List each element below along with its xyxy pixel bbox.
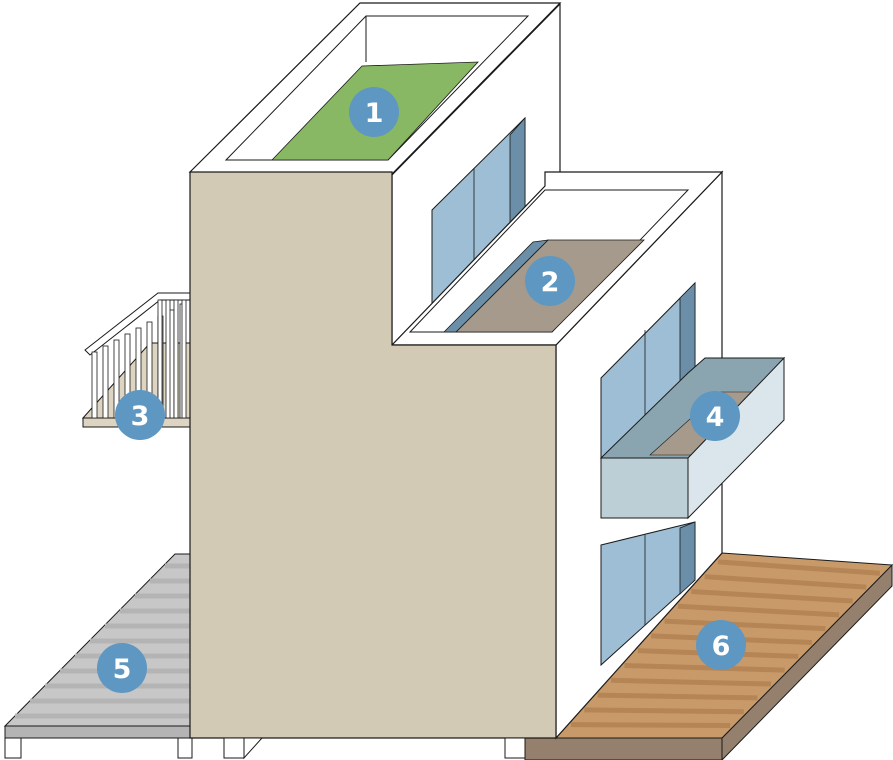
marker-6-label: 6 [712, 631, 731, 662]
marker-5: 5 [97, 643, 147, 693]
marker-2-circle [525, 256, 575, 306]
marker-2-label: 2 [541, 267, 560, 298]
marker-5-label: 5 [113, 654, 132, 685]
marker-1-circle [349, 87, 399, 137]
marker-4-label: 4 [706, 402, 725, 433]
marker-3: 3 [115, 390, 165, 440]
wooden-deck-stripe [717, 559, 881, 576]
building-structure [188, 2, 786, 760]
marker-1-label: 1 [365, 98, 384, 129]
marker-5-circle [97, 643, 147, 693]
wooden-deck-stripe [597, 692, 758, 701]
markers: 1 2 3 4 5 6 [97, 87, 746, 693]
footing-1 [223, 737, 245, 759]
terrace-step [443, 239, 550, 333]
wooden-deck-stripe [571, 722, 731, 729]
wooden-deck-stripe [677, 603, 840, 618]
marker-6-circle [696, 620, 746, 670]
footing-2 [243, 737, 264, 760]
wooden-deck-stripe [704, 574, 867, 590]
balcony-baluster [91, 351, 98, 419]
marker-1: 1 [349, 87, 399, 137]
wooden-deck-stripe [691, 588, 853, 604]
footing-3 [504, 737, 526, 759]
wooden-deck-stripe [664, 618, 826, 632]
marker-3-circle [115, 390, 165, 440]
wooden-deck-stripe [584, 707, 744, 715]
grey-deck-post-left [4, 737, 22, 759]
balcony [81, 292, 193, 428]
marker-6: 6 [696, 620, 746, 670]
lower-window-frame-2 [679, 521, 696, 595]
wooden-deck-stripe [611, 677, 772, 687]
marker-4-circle [690, 391, 740, 441]
grey-deck-edge [4, 725, 193, 739]
grey-deck-post-right [177, 737, 193, 759]
marker-2: 2 [525, 256, 575, 306]
balcony-balusters [91, 299, 187, 419]
grey-deck [3, 553, 193, 759]
balcony-baluster [173, 299, 179, 419]
marker-4: 4 [690, 391, 740, 441]
main-wall [189, 171, 557, 739]
planter-front [600, 457, 689, 519]
wooden-deck-side [524, 737, 723, 760]
balcony-baluster [102, 345, 109, 419]
balcony-baluster [165, 299, 171, 419]
wooden-deck-stripe [624, 662, 785, 673]
balcony-baluster [181, 299, 187, 419]
marker-3-label: 3 [131, 401, 150, 432]
